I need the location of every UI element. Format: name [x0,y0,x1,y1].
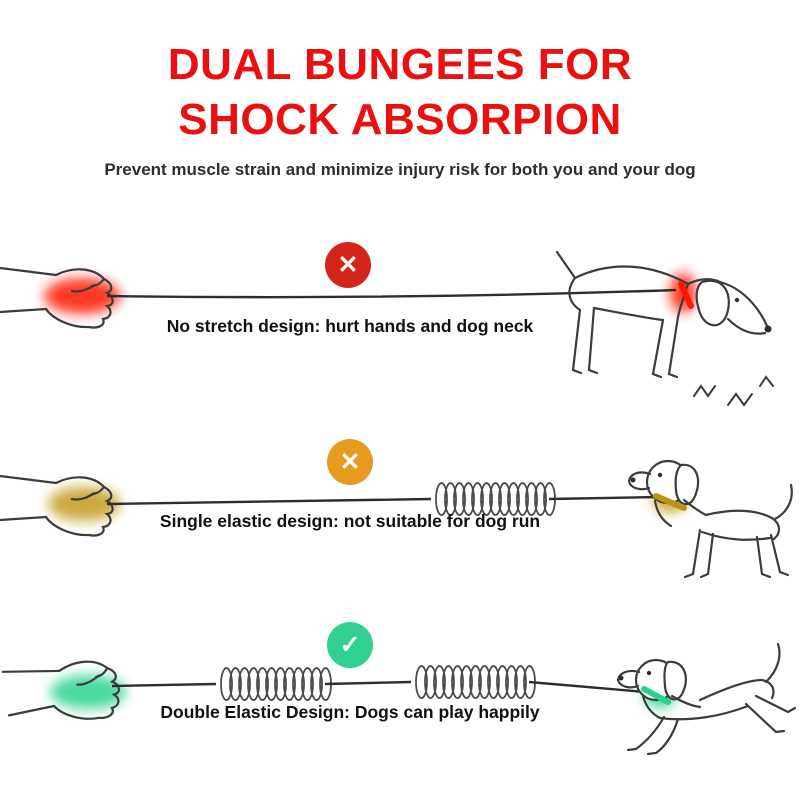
row-caption: Double Elastic Design: Dogs can play hap… [160,702,540,722]
row-no-stretch: ✕ No stretch design: hurt hands and dog … [0,200,800,420]
nose-dot [618,675,624,681]
eye-dot [646,670,652,676]
hand-glow [48,487,120,521]
leash-line [528,680,646,694]
leash-line [324,680,412,686]
collar-band [641,686,671,705]
cross-icon: ✕ [327,439,373,485]
cross-glyph: ✕ [337,251,359,279]
title-line-1: DUAL BUNGEES FOR [167,40,633,89]
row-double-elastic: ✓ Double Elastic Design: Dogs can play h… [0,600,800,800]
stress-lines [693,375,774,407]
title-line-2: SHOCK ABSORPION [178,94,622,144]
header: DUAL BUNGEES FOR SHOCK ABSORPION Prevent… [0,0,800,200]
cross-icon: ✕ [325,242,371,288]
spring-coil [435,482,556,516]
row-caption: No stretch design: hurt hands and dog ne… [166,316,534,336]
row2-illustration [0,459,793,579]
dog-ear [663,660,687,701]
cross-glyph: ✕ [339,448,361,476]
dog-ear [674,463,700,506]
eye-dot [657,472,663,478]
row-single-elastic: ✕ Single elastic design: not suitable fo… [0,420,800,600]
hand-illustration [1,660,120,720]
leash-line [106,288,677,299]
leash-line [106,497,432,506]
dog-illustration [627,459,793,579]
dog-illustration [616,642,797,756]
eye-dot [734,297,740,303]
hand-glow [44,278,120,314]
leash-line [111,682,217,688]
collar-band [678,281,694,309]
row1-illustration [0,250,774,407]
check-glyph: ✓ [339,631,361,659]
hand-glow [50,675,126,709]
spring-coil [220,667,332,701]
collar-band [653,493,687,511]
spring-coil [415,665,536,699]
row3-illustration [1,642,797,756]
subtitle: Prevent muscle strain and minimize injur… [104,160,696,180]
check-icon: ✓ [327,622,373,668]
dog-ear [695,279,730,327]
row-caption: Single elastic design: not suitable for … [159,511,541,531]
nose-dot [630,477,636,483]
dog-illustration [555,250,772,379]
hand-illustration [0,266,114,329]
nose-dot [764,325,772,333]
leash-line [548,495,660,501]
hand-illustration [0,474,114,537]
